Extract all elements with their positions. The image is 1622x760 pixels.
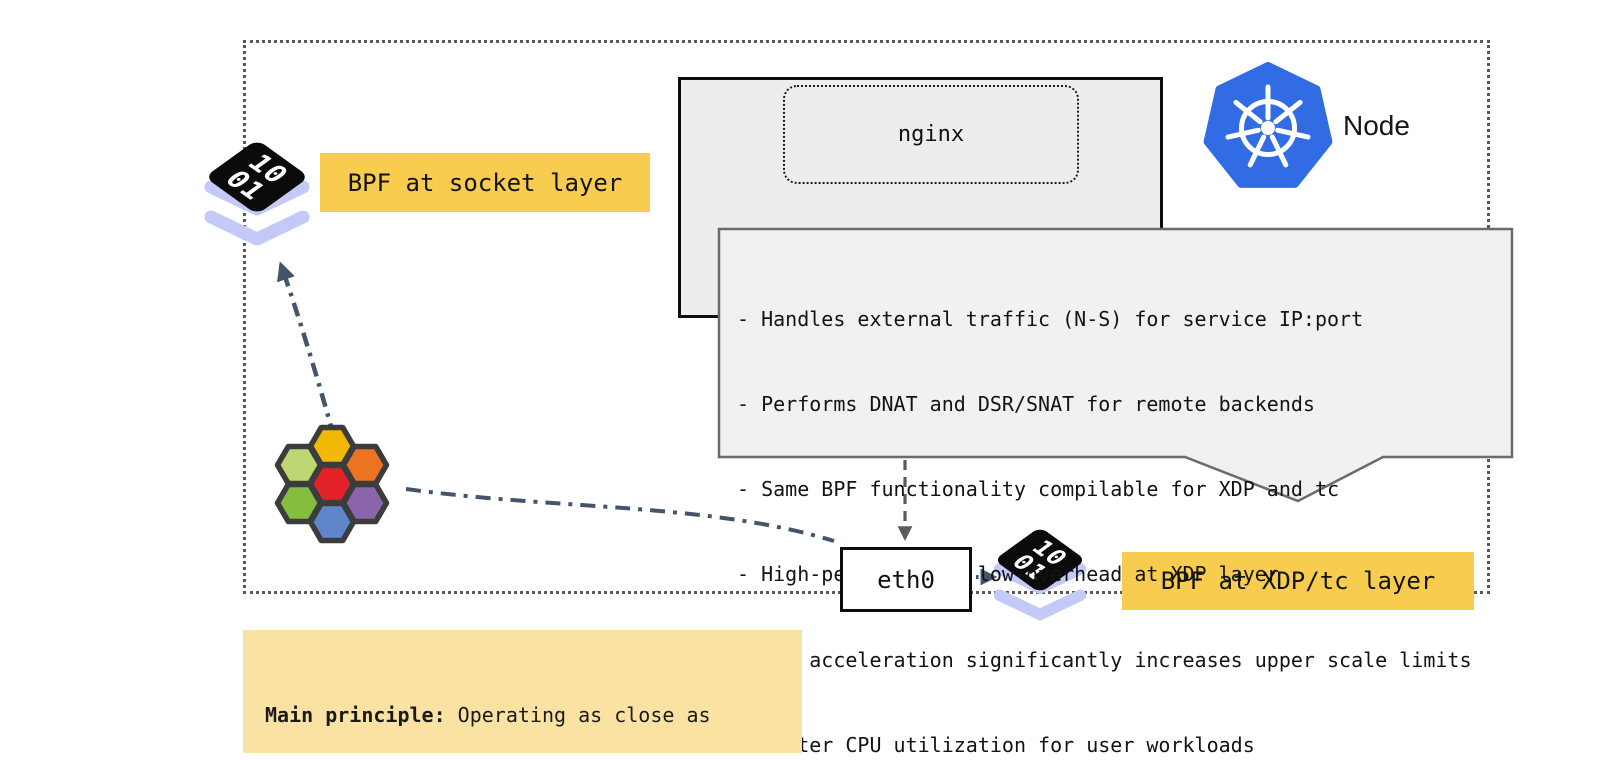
callout-line: - Same BPF functionality compilable for …	[737, 477, 1340, 502]
callout-text: - Handles external traffic (N-S) for ser…	[737, 248, 1503, 760]
bpf-socket-layer-label: BPF at socket layer	[320, 153, 650, 212]
eth0-label: eth0	[877, 565, 935, 594]
node-label: Node	[1343, 110, 1410, 141]
callout-line: - Handles external traffic (N-S) for ser…	[737, 306, 1364, 331]
callout-line: - XDP acceleration significantly increas…	[737, 647, 1472, 672]
bpf-xdp-layer-label: BPF at XDP/tc layer	[1122, 552, 1474, 610]
main-principle-note: Main principle: Operating as close as po…	[243, 630, 802, 753]
callout-line: - Performs DNAT and DSR/SNAT for remote …	[737, 392, 1315, 417]
callout-line: - Better CPU utilization for user worklo…	[737, 732, 1255, 757]
note-line: Main principle: Operating as close as	[265, 702, 711, 727]
nginx-container: nginx	[783, 85, 1079, 184]
nginx-label: nginx	[897, 122, 965, 147]
eth0-box: eth0	[840, 547, 972, 612]
